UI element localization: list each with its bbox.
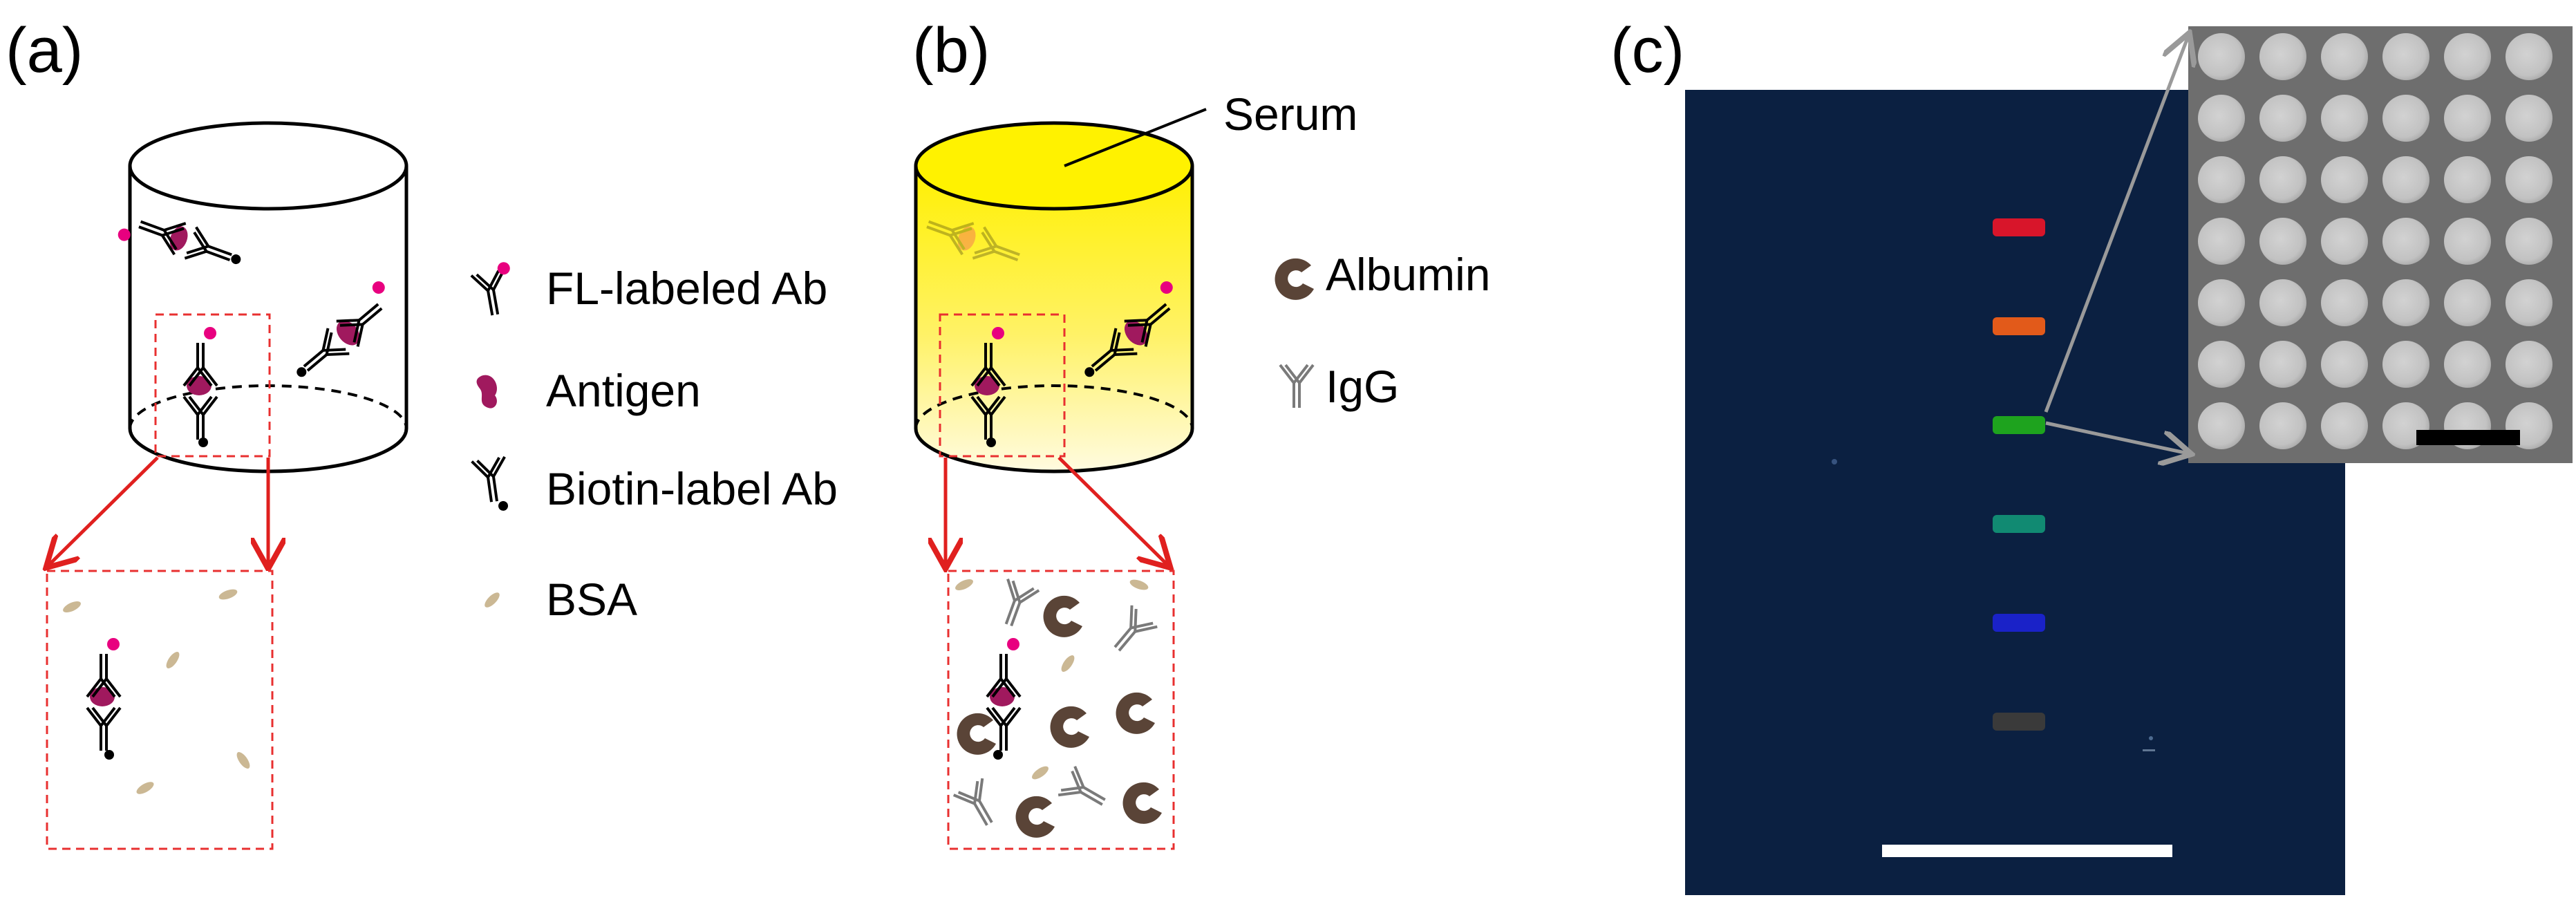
complex-a-right [293,281,393,383]
sem-nanodisk [2506,341,2553,388]
sem-inset [2188,26,2573,463]
legend-a: FL-labeled Ab Antigen Biotin-label Ab BS… [469,262,838,625]
complex-a-top [117,207,241,274]
zoom-arrow-c-bottom [2045,421,2188,453]
sem-nanodisk [2382,218,2429,265]
sem-nanodisk [2444,33,2491,80]
sem-nanodisk [2506,33,2553,80]
sem-nanodisk [2321,95,2368,142]
panel-a: (a) [6,15,408,850]
sem-nanodisk [2444,218,2491,265]
zoom-region-b [939,313,1066,458]
chip-spot [1993,317,2045,335]
chip-spot [1993,218,2045,236]
antigen-icon [476,375,498,409]
serum-callout-line [1064,108,1207,167]
sem-nanodisk [2321,341,2368,388]
sem-nanodisk [2506,95,2553,142]
panel-label-a: (a) [6,15,83,86]
albumin-icon [1275,258,1314,300]
tube-b [914,121,1194,473]
tube-a [128,121,408,473]
chip-spot [1993,515,2045,533]
legend-b: Albumin IgG [1275,249,1490,412]
sem-nanodisk [2506,156,2553,203]
complex-a-inbox [182,327,218,447]
legend-label-fl-labeled-ab: FL-labeled Ab [546,263,827,314]
sem-nanodisk [2506,279,2553,326]
fl-labeled-antibody-icon [469,262,513,319]
igg-icon [1279,364,1315,409]
complex-b-faded [921,207,1026,274]
sem-nanodisk [2321,279,2368,326]
sem-nanodisk [2198,402,2245,449]
sem-nanodisk [2259,156,2306,203]
legend-label-albumin: Albumin [1326,249,1490,300]
scale-bar-chip [1882,845,2172,857]
chip-spot [1993,713,2045,731]
sem-nanodisk [2444,341,2491,388]
sem-nanodisk [2198,218,2245,265]
panel-label-b: (b) [912,15,990,86]
biotin-labeled-antibody-icon [470,455,512,511]
serum-callout-label: Serum [1223,88,1357,140]
sem-nanodisk [2198,279,2245,326]
chip-photo [1685,90,2345,895]
sem-nanodisk [2321,402,2368,449]
sem-nanodisk [2198,95,2245,142]
complex-b-inbox [970,327,1006,447]
sem-nanodisk [2259,218,2306,265]
bsa-icon [485,592,500,608]
sem-nanodisk [2259,341,2306,388]
sem-nanodisk [2382,33,2429,80]
scale-bar-sem [2416,430,2520,445]
sem-nanodisk [2506,218,2553,265]
chip-spot [1993,614,2045,632]
sem-nanodisk [2259,279,2306,326]
sem-nanodisk [2382,341,2429,388]
sem-nanodisk [2259,33,2306,80]
sem-nanodisk [2444,156,2491,203]
legend-label-biotin-ab: Biotin-label Ab [546,463,838,514]
zoom-box-b [947,570,1175,850]
sem-nanodisk [2321,218,2368,265]
zoom-region-a [154,313,271,458]
legend-label-bsa: BSA [546,574,637,625]
zoom-box-a [46,570,274,850]
sem-nanodisk [2382,279,2429,326]
sem-nanodisk [2444,279,2491,326]
legend-label-antigen: Antigen [546,365,701,416]
complex-b-right [1081,281,1181,383]
sem-nanodisk [2382,156,2429,203]
panel-c: (c) [1610,15,2573,895]
colored-spot-array [1993,218,2045,731]
legend-label-igg: IgG [1326,361,1399,412]
zoom-arrow-a-left [48,456,159,565]
sem-nanodisk [2198,341,2245,388]
panel-label-c: (c) [1610,15,1684,86]
sem-nanodisk [2259,95,2306,142]
sem-nanodisk [2198,156,2245,203]
sem-nanodisk [2382,95,2429,142]
sem-nanodisk [2444,95,2491,142]
panel-b: (b) Serum [912,15,1357,850]
sem-nanodisk [2321,33,2368,80]
sem-nanodisk [2321,156,2368,203]
zoom-arrow-b-right [1057,456,1168,565]
zoom-arrow-c-top [2044,36,2188,413]
sem-nanodisk [2259,402,2306,449]
chip-spot [1993,416,2045,434]
sem-nanodisk [2198,33,2245,80]
